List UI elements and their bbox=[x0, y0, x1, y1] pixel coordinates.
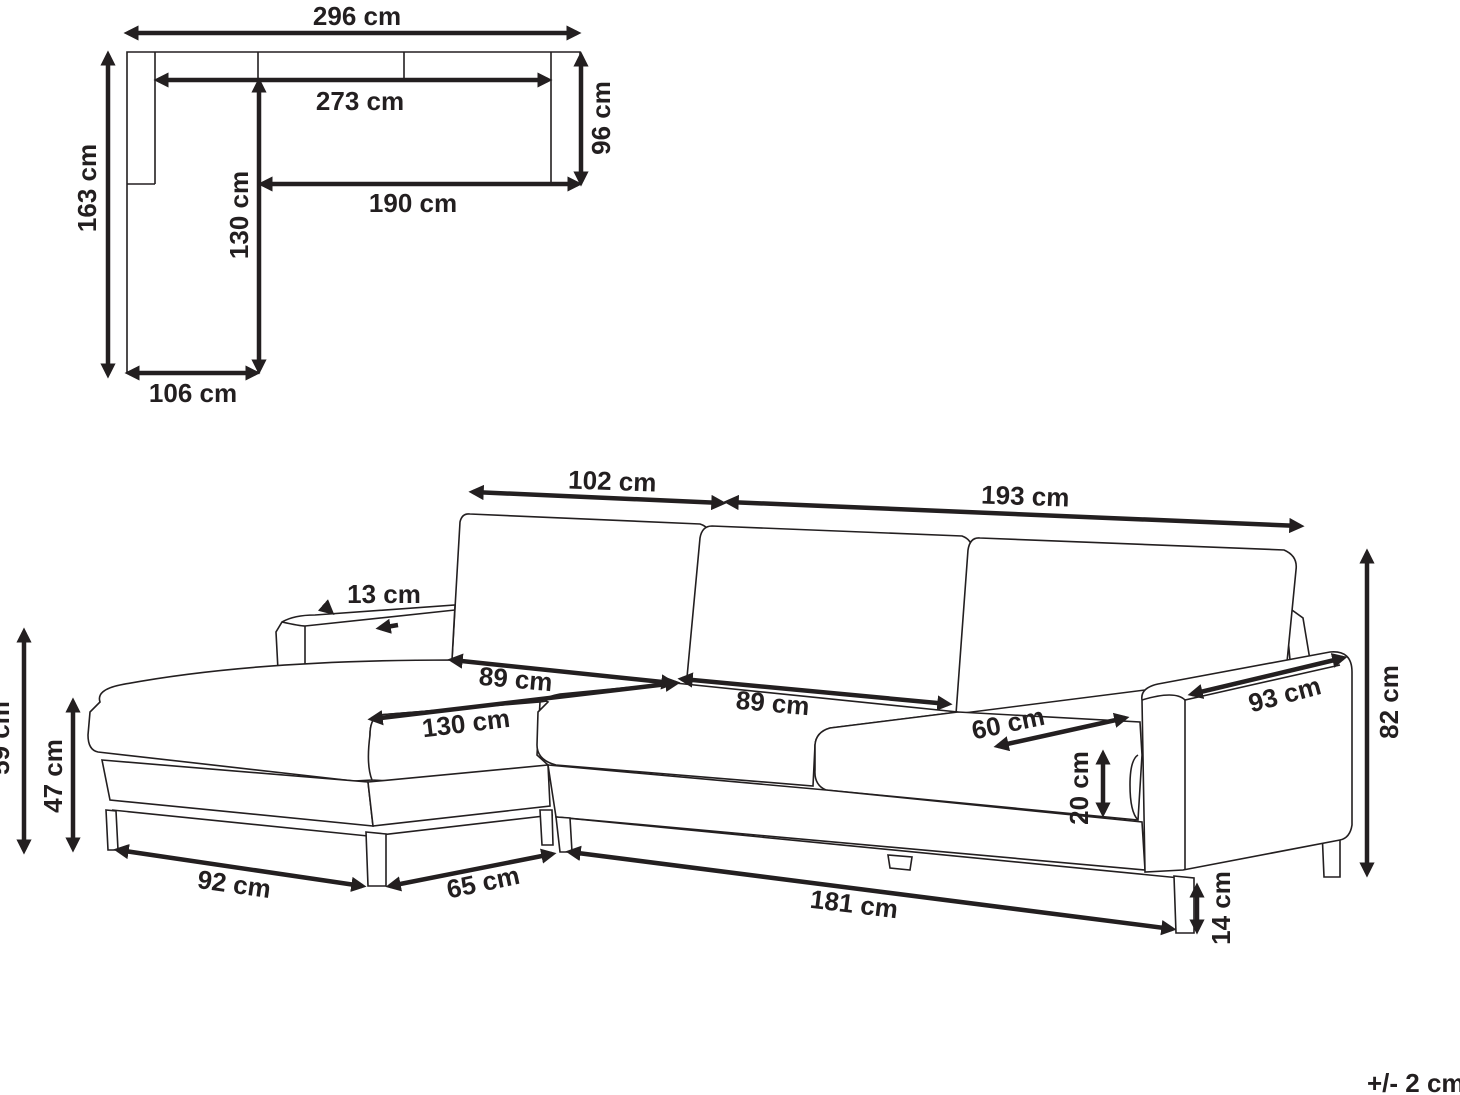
label-sofa-depth: 96 cm bbox=[586, 81, 616, 155]
label-chaise-seat-height: 47 cm bbox=[38, 739, 68, 813]
label-chaise-base-width: 65 cm bbox=[444, 860, 522, 905]
label-chaise-length: 163 cm bbox=[72, 144, 102, 232]
label-leg-height: 14 cm bbox=[1206, 871, 1236, 945]
label-chaise-seat-width: 89 cm bbox=[478, 661, 554, 697]
label-armrest-width: 13 cm bbox=[347, 579, 421, 609]
label-total-width: 296 cm bbox=[313, 1, 401, 31]
tolerance-note: +/- 2 cm bbox=[1367, 1068, 1460, 1095]
label-chaise-back-width: 102 cm bbox=[568, 464, 657, 497]
perspective-dimension-arrows bbox=[16, 484, 1375, 936]
label-chaise-inner-length: 130 cm bbox=[224, 171, 254, 259]
top-view-labels: 296 cm 273 cm 96 cm 163 cm 130 cm 190 cm… bbox=[72, 1, 616, 408]
label-chaise-width: 106 cm bbox=[149, 378, 237, 408]
top-view-dimension-arrows bbox=[100, 25, 589, 381]
label-base-width: 181 cm bbox=[809, 884, 900, 925]
label-middle-seat-width: 89 cm bbox=[735, 685, 811, 721]
label-total-height: 82 cm bbox=[1374, 665, 1404, 739]
label-sofa-back-width: 193 cm bbox=[981, 479, 1070, 512]
label-cushion-height: 20 cm bbox=[1064, 751, 1094, 825]
label-chaise-total-height: 59 cm bbox=[0, 701, 15, 775]
label-seat-front-width: 190 cm bbox=[369, 188, 457, 218]
label-back-inner-width: 273 cm bbox=[316, 86, 404, 116]
